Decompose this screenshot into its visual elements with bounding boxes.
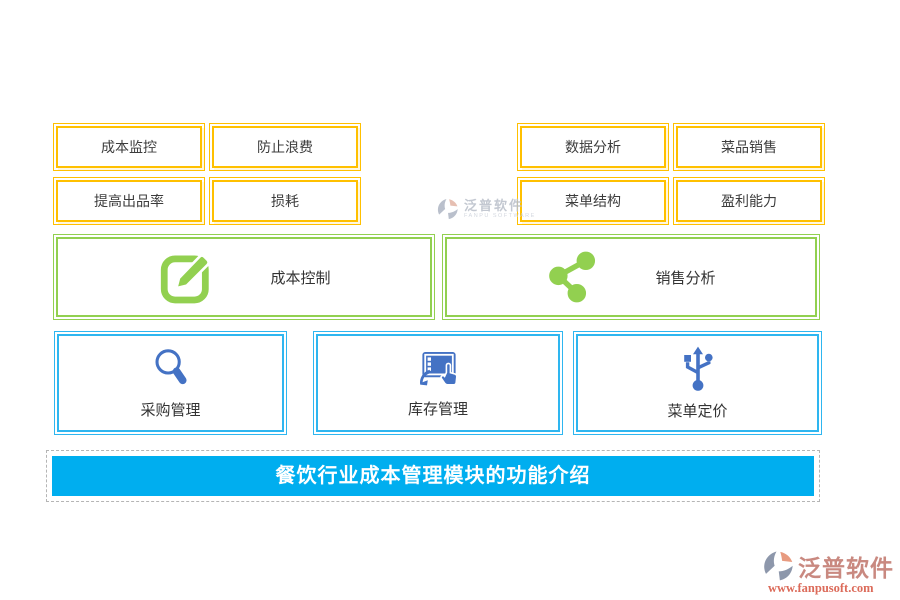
benefit-group-left: 成本监控 防止浪费 提高出品率 损耗 [53, 123, 361, 225]
fanpu-logo-icon [436, 198, 459, 221]
benefit-box-cost-monitoring: 成本监控 [53, 123, 205, 171]
benefit-box-loss: 损耗 [209, 177, 361, 225]
benefit-label: 菜品销售 [721, 139, 777, 155]
fanpu-brand-icon [760, 550, 796, 583]
benefit-box-data-analysis: 数据分析 [517, 123, 669, 171]
brand-url: www.fanpusoft.com [768, 581, 874, 595]
module-label: 采购管理 [140, 402, 201, 419]
brand-logo: 泛普软件 www.fanpusoft.com [760, 549, 894, 596]
benefit-box-profitability: 盈利能力 [673, 177, 825, 225]
usb-icon [676, 345, 720, 393]
feature-box-cost-control: 成本控制 [53, 234, 435, 320]
benefit-label: 盈利能力 [721, 193, 777, 209]
feature-label: 成本控制 [270, 269, 331, 287]
edit-icon [157, 248, 215, 306]
banner-title: 餐饮行业成本管理模块的功能介绍 [52, 456, 814, 496]
benefit-label: 数据分析 [565, 139, 621, 155]
feature-label: 销售分析 [655, 269, 716, 287]
benefit-label: 成本监控 [101, 139, 157, 155]
watermark-subtitle: FANPU SOFTWARE [464, 213, 536, 220]
benefit-label: 损耗 [271, 193, 299, 209]
benefit-label: 防止浪费 [257, 139, 313, 155]
module-box-inventory: 库存管理 [313, 331, 563, 435]
share-icon [546, 250, 600, 304]
title-banner: 餐饮行业成本管理模块的功能介绍 [46, 450, 820, 502]
module-box-menu-pricing: 菜单定价 [573, 331, 822, 435]
benefit-label: 提高出品率 [94, 193, 164, 209]
module-label: 库存管理 [407, 401, 468, 418]
brand-name: 泛普软件 [798, 555, 894, 581]
search-icon [148, 346, 194, 392]
module-label: 菜单定价 [667, 403, 728, 420]
module-box-procurement: 采购管理 [54, 331, 287, 435]
benefit-box-improve-yield: 提高出品率 [53, 177, 205, 225]
benefit-label: 菜单结构 [565, 193, 621, 209]
benefit-group-right: 数据分析 菜品销售 菜单结构 盈利能力 [517, 123, 825, 225]
touch-order-icon [414, 347, 462, 391]
watermark-name: 泛普软件 [464, 198, 525, 214]
benefit-box-dish-sales: 菜品销售 [673, 123, 825, 171]
benefit-box-menu-structure: 菜单结构 [517, 177, 669, 225]
feature-box-sales-analysis: 销售分析 [442, 234, 820, 320]
watermark: 泛普软件 FANPU SOFTWARE [436, 198, 536, 221]
benefit-box-prevent-waste: 防止浪费 [209, 123, 361, 171]
